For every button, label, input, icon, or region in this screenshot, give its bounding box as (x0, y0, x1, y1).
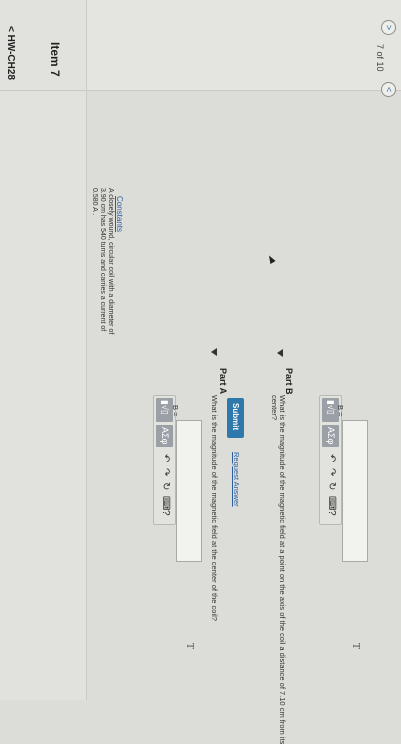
constants-link[interactable]: Constants (115, 196, 124, 233)
undo-icon[interactable]: ↶ (160, 454, 171, 463)
item-title: Item 7 (48, 42, 62, 77)
previous-item-button[interactable]: < (381, 82, 396, 97)
greek-symbols-icon: ΑΣφ (326, 427, 336, 445)
templates-icon: ▮√▯ (160, 400, 170, 415)
next-item-button[interactable]: > (381, 20, 396, 35)
part-b-units-field[interactable]: T (350, 643, 361, 650)
part-b-label[interactable]: Part B (284, 368, 294, 395)
part-b-templates-button[interactable]: ▮√▯ (322, 398, 339, 422)
part-a-units-field[interactable]: T (184, 643, 195, 650)
part-b-collapse-arrow[interactable] (277, 349, 283, 357)
part-a-collapse-arrow[interactable] (211, 348, 217, 356)
part-b-math-toolbar: ▮√▯ ΑΣφ ↶ ↷ ↻ ⌨ ? (319, 395, 342, 525)
templates-icon: ▮√▯ (326, 400, 336, 415)
problem-text-line-3: 0.580 A . (91, 188, 98, 216)
submit-label: Submit (231, 403, 240, 431)
back-to-assignment-link[interactable]: < HW-CH28 (5, 26, 16, 80)
part-a-math-toolbar: ▮√▯ ΑΣφ ↶ ↷ ↻ ⌨ ? (153, 395, 176, 525)
chevron-right-icon: > (383, 24, 394, 31)
redo-icon[interactable]: ↷ (326, 468, 337, 477)
greek-symbols-icon: ΑΣφ (160, 427, 170, 445)
part-a-templates-button[interactable]: ▮√▯ (156, 398, 173, 422)
help-icon[interactable]: ? (326, 510, 337, 516)
item-counter: 7 of 10 (375, 44, 385, 72)
part-a-answer-label: B = (171, 405, 180, 417)
sidebar-divider (0, 90, 401, 91)
undo-icon[interactable]: ↶ (326, 454, 337, 463)
title-bar (0, 0, 86, 700)
part-b-answer-input[interactable] (342, 420, 368, 562)
part-a-answer-input[interactable] (176, 420, 202, 562)
header-divider (86, 0, 87, 700)
part-b-question-line-2: center? (270, 395, 279, 421)
part-a-request-answer-link[interactable]: Request Answer (232, 452, 241, 507)
reset-icon[interactable]: ↻ (160, 482, 171, 491)
chevron-left-icon: < (383, 86, 394, 93)
part-a-submit-button[interactable]: Submit (227, 398, 244, 438)
part-b-symbols-button[interactable]: ΑΣφ (322, 425, 339, 447)
part-a-symbols-button[interactable]: ΑΣφ (156, 425, 173, 447)
keyboard-icon[interactable]: ⌨ (326, 496, 337, 511)
mouse-pointer-icon (266, 254, 276, 264)
part-a-label[interactable]: Part A (218, 368, 228, 395)
problem-text-line-1: A closely wound, circular coil with a di… (107, 188, 114, 335)
redo-icon[interactable]: ↷ (160, 468, 171, 477)
help-icon[interactable]: ? (160, 510, 171, 516)
part-a-question: What is the magnitude of the magnetic fi… (210, 395, 219, 621)
keyboard-icon[interactable]: ⌨ (160, 496, 171, 511)
reset-icon[interactable]: ↻ (326, 482, 337, 491)
problem-text-line-2: 3.90 cm has 540 turns and carries a curr… (99, 188, 106, 332)
part-b-question-line-1: What is the magnitude of the magnetic fi… (278, 395, 287, 744)
part-b-answer-label: B = (336, 405, 345, 417)
